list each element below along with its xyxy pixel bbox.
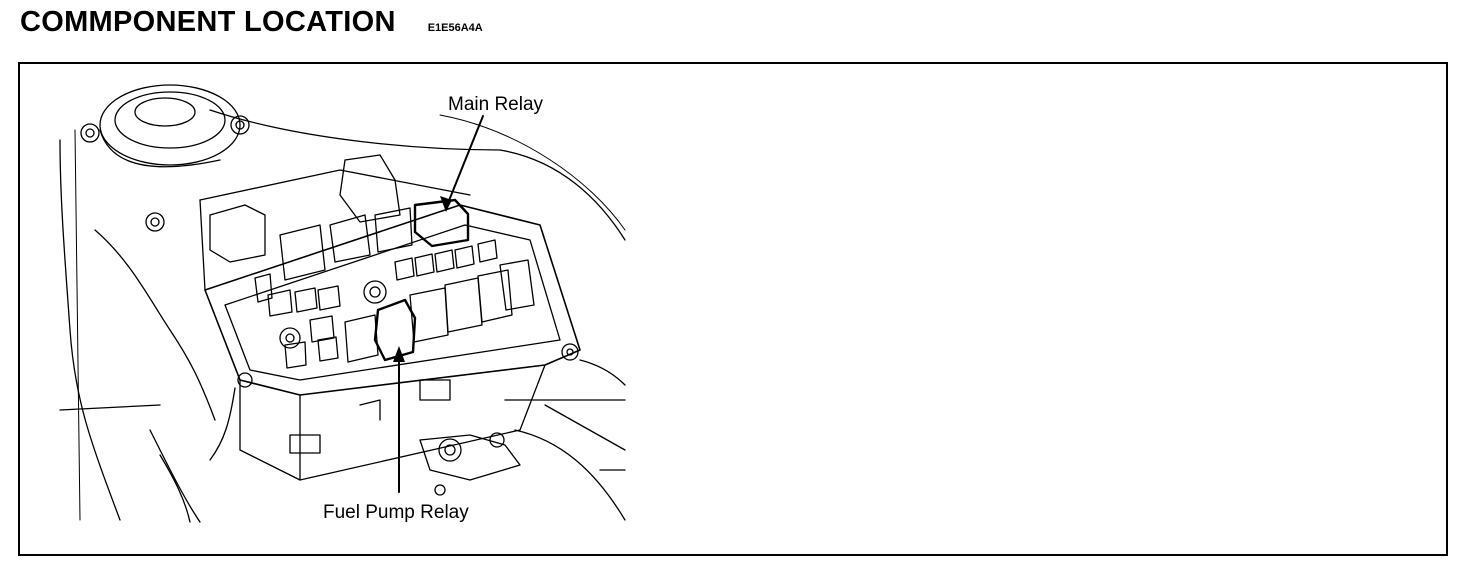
relay-box (199, 169, 581, 481)
lower-bracket (237, 343, 579, 496)
relay-array (209, 154, 535, 369)
page-title: COMMPONENT LOCATION (20, 6, 396, 38)
strut-mount (80, 84, 250, 232)
main-relay-arrow-icon (440, 196, 452, 212)
page-header: COMMPONENT LOCATION E1E56A4A (20, 6, 483, 46)
figure-frame (18, 62, 1448, 556)
arrow-heads (393, 196, 452, 362)
fuel-pump-relay-arrow-icon (393, 346, 405, 362)
leader-lines (398, 115, 484, 493)
document-code: E1E56A4A (427, 22, 483, 34)
main-relay-leader (445, 115, 484, 209)
main-relay-label: Main Relay (448, 94, 544, 115)
engine-bay-outline (59, 109, 626, 523)
fuel-pump-relay-label: Fuel Pump Relay (323, 502, 469, 523)
